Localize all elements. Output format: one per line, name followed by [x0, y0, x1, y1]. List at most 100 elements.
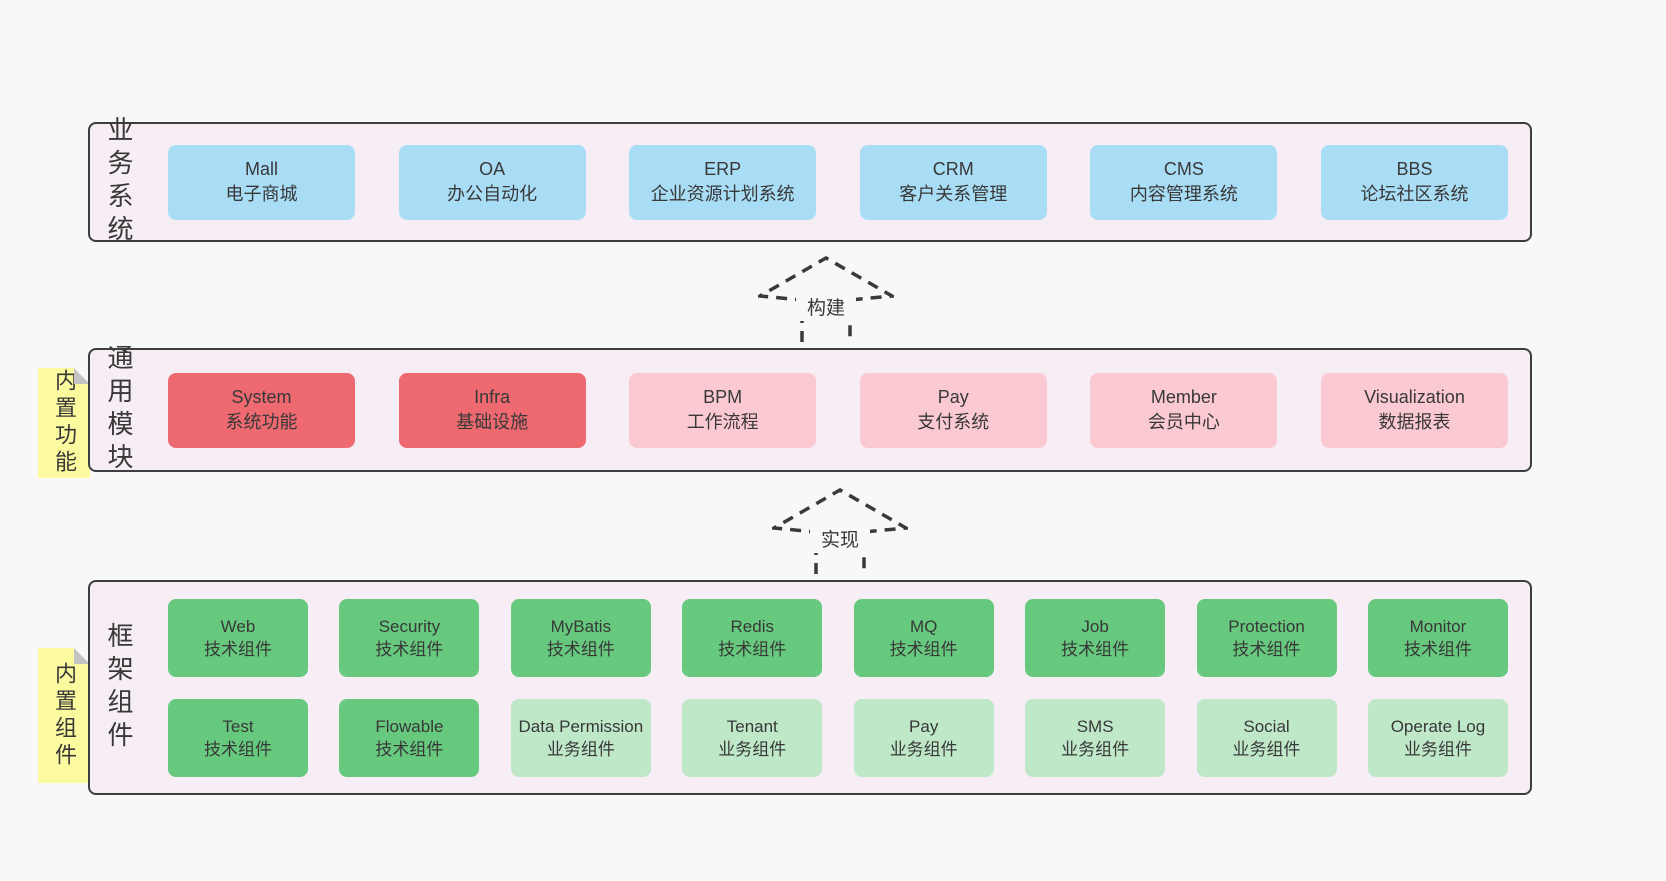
box-mybatis: MyBatis 技术组件: [510, 598, 651, 677]
box-subtitle: 支付系统: [917, 412, 990, 432]
box-title: ERP: [704, 159, 742, 179]
box-title: Job: [1081, 616, 1109, 636]
module-boxes-row: System 系统功能 Infra 基础设施 BPM 工作流程 Pay 支付系统…: [168, 372, 1508, 448]
box-subtitle: 业务组件: [1403, 739, 1472, 759]
component-row-1: Web 技术组件 Security 技术组件 MyBatis 技术组件 Redi…: [168, 598, 1508, 677]
box-title: Infra: [474, 387, 511, 407]
box-subtitle: 技术组件: [375, 739, 444, 759]
box-title: Operate Log: [1390, 716, 1486, 736]
box-title: Web: [220, 616, 256, 636]
box-title: Pay: [937, 387, 969, 407]
box-subtitle: 基础设施: [456, 412, 529, 432]
implement-arrow-label: 实现: [810, 524, 870, 553]
box-title: BBS: [1396, 159, 1433, 179]
box-subtitle: 业务组件: [1061, 739, 1130, 759]
box-subtitle: 技术组件: [889, 639, 958, 659]
box-subtitle: 业务组件: [889, 739, 958, 759]
box-subtitle: 技术组件: [204, 739, 272, 759]
box-tenant: Tenant 业务组件: [682, 698, 823, 777]
box-subtitle: 会员中心: [1147, 412, 1220, 432]
box-title: Test: [222, 716, 254, 736]
box-monitor: Monitor 技术组件: [1367, 598, 1508, 677]
tab-built-in-features: 内置功能: [38, 368, 90, 478]
box-bpm: BPM 工作流程: [629, 372, 817, 448]
box-title: Security: [378, 616, 441, 636]
box-title: Visualization: [1364, 387, 1465, 407]
box-pay-system: Pay 支付系统: [859, 372, 1047, 448]
box-title: Pay: [909, 716, 939, 736]
box-title: Member: [1150, 387, 1217, 407]
box-subtitle: 技术组件: [204, 639, 272, 659]
box-title: SMS: [1076, 716, 1114, 736]
box-redis: Redis 技术组件: [682, 598, 823, 677]
box-subtitle: 电子商城: [225, 184, 298, 204]
box-social: Social 业务组件: [1196, 698, 1337, 777]
box-oa: OA 办公自动化: [398, 144, 586, 220]
build-arrow-label: 构建: [796, 292, 856, 321]
box-data-permission: Data Permission 业务组件: [510, 698, 651, 777]
box-subtitle: 业务组件: [546, 739, 615, 759]
panel-side-label: 框架组件: [104, 621, 134, 754]
box-protection: Protection 技术组件: [1196, 598, 1337, 677]
component-boxes-grid: Web 技术组件 Security 技术组件 MyBatis 技术组件 Redi…: [168, 598, 1508, 777]
panel-side-label: 通用模块: [104, 344, 134, 476]
box-test: Test 技术组件: [168, 698, 308, 777]
box-title: OA: [479, 159, 506, 179]
tab-label: 内置组件: [52, 661, 77, 770]
box-title: MQ: [909, 616, 938, 636]
box-subtitle: 系统功能: [225, 412, 298, 432]
box-title: MyBatis: [550, 616, 612, 636]
box-member: Member 会员中心: [1090, 372, 1278, 448]
box-title: System: [231, 387, 292, 407]
box-subtitle: 技术组件: [546, 639, 615, 659]
box-title: CMS: [1163, 159, 1204, 179]
box-subtitle: 办公自动化: [447, 184, 538, 204]
box-title: Redis: [730, 616, 774, 636]
box-title: BPM: [703, 387, 743, 407]
box-title: Protection: [1228, 616, 1305, 636]
box-subtitle: 技术组件: [1061, 639, 1130, 659]
box-system: System 系统功能: [168, 372, 355, 448]
component-row-2: Test 技术组件 Flowable 技术组件 Data Permission …: [168, 698, 1508, 777]
box-subtitle: 内容管理系统: [1129, 184, 1238, 204]
panel-business-systems: 业务系统 Mall 电子商城 OA 办公自动化 ERP 企业资源计划系统 CRM…: [88, 116, 1532, 248]
box-subtitle: 技术组件: [718, 639, 787, 659]
box-subtitle: 客户关系管理: [899, 184, 1008, 204]
box-title: Mall: [244, 159, 278, 179]
box-mall: Mall 电子商城: [168, 144, 355, 220]
tab-label: 内置功能: [52, 369, 77, 477]
tab-built-in-components: 内置组件: [38, 648, 90, 783]
box-title: Monitor: [1409, 616, 1467, 636]
box-infra: Infra 基础设施: [398, 372, 586, 448]
panel-side-label: 业务系统: [104, 116, 134, 248]
panel-framework-components: 框架组件 Web 技术组件 Security 技术组件 MyBatis 技术组件…: [88, 580, 1532, 795]
box-security: Security 技术组件: [339, 598, 480, 677]
box-erp: ERP 企业资源计划系统: [629, 144, 817, 220]
box-cms: CMS 内容管理系统: [1090, 144, 1278, 220]
box-subtitle: 技术组件: [1403, 639, 1472, 659]
box-subtitle: 技术组件: [1232, 639, 1301, 659]
box-subtitle: 业务组件: [718, 739, 787, 759]
box-pay-component: Pay 业务组件: [853, 698, 994, 777]
box-subtitle: 业务组件: [1232, 739, 1301, 759]
box-subtitle: 工作流程: [686, 412, 759, 432]
box-subtitle: 数据报表: [1378, 412, 1451, 432]
box-crm: CRM 客户关系管理: [859, 144, 1047, 220]
box-title: Flowable: [375, 716, 444, 736]
business-boxes-row: Mall 电子商城 OA 办公自动化 ERP 企业资源计划系统 CRM 客户关系…: [168, 144, 1508, 220]
box-web: Web 技术组件: [168, 598, 308, 677]
box-job: Job 技术组件: [1025, 598, 1166, 677]
box-flowable: Flowable 技术组件: [339, 698, 480, 777]
box-subtitle: 技术组件: [375, 639, 444, 659]
box-title: Data Permission: [518, 716, 644, 736]
box-mq: MQ 技术组件: [853, 598, 994, 677]
box-bbs: BBS 论坛社区系统: [1320, 144, 1508, 220]
box-title: Tenant: [726, 716, 778, 736]
box-operate-log: Operate Log 业务组件: [1367, 698, 1508, 777]
box-sms: SMS 业务组件: [1025, 698, 1166, 777]
box-subtitle: 论坛社区系统: [1360, 184, 1469, 204]
box-visualization: Visualization 数据报表: [1320, 372, 1508, 448]
box-title: Social: [1243, 716, 1290, 736]
panel-common-modules: 通用模块 System 系统功能 Infra 基础设施 BPM 工作流程 Pay…: [88, 344, 1532, 476]
box-title: CRM: [932, 159, 974, 179]
